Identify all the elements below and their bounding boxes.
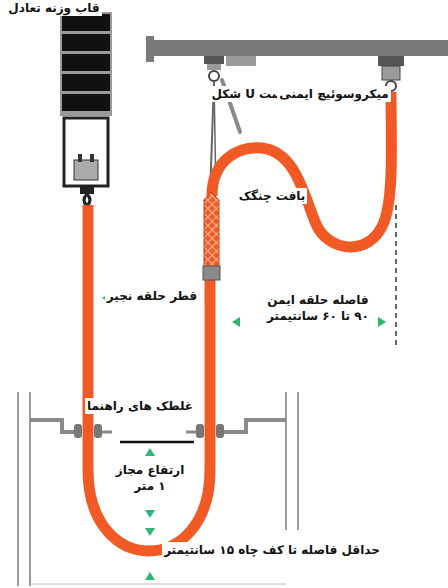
pit-wall xyxy=(285,392,287,530)
u-clamp xyxy=(209,71,219,81)
counterweight-frame xyxy=(64,118,108,186)
part-name: میکروسوئیچ ایمنی xyxy=(277,86,391,102)
cable-grip xyxy=(203,266,220,280)
guide-rollers xyxy=(216,424,224,438)
dimension-arrow xyxy=(145,528,155,536)
counterweight-frame xyxy=(60,12,112,116)
pit-wall xyxy=(17,392,19,586)
counterweight-frame xyxy=(60,12,112,206)
dimension-label: ارتفاع مجاز ۱ متر xyxy=(111,462,189,494)
guide-rollers xyxy=(102,431,112,434)
counterweight-frame xyxy=(78,154,82,162)
travelling-cable xyxy=(88,205,210,551)
dimension-label: قطر حلقه نجیر xyxy=(105,288,199,304)
dimension-arrow xyxy=(378,317,386,327)
guide-rollers xyxy=(30,420,286,438)
pit-wall xyxy=(297,392,299,530)
u-clamp xyxy=(207,64,221,70)
top-beam xyxy=(150,40,448,56)
counterweight-frame xyxy=(90,154,94,162)
cable-grip xyxy=(203,192,220,280)
counterweight-frame xyxy=(62,74,110,91)
dimension-label: حداقل فاصله تا کف چاه ۱۵ سانتیمتر xyxy=(162,542,382,558)
guide-rollers xyxy=(94,424,102,438)
guide-rollers xyxy=(74,424,82,438)
cable-grip xyxy=(204,192,219,268)
cable-hanger xyxy=(382,66,400,80)
dimension-arrow xyxy=(102,293,386,580)
guide-rollers xyxy=(196,424,204,438)
counterweight-frame xyxy=(84,194,90,206)
dimension-arrow xyxy=(145,448,155,456)
guide-rollers xyxy=(30,420,74,432)
dimension-label: فاصله حلقه ایمن ۹۰ تا ۶۰ سانتیمتر xyxy=(258,292,378,324)
part-name: قاب وزنه تعادل xyxy=(6,0,101,16)
part-name: غلطک های راهنما xyxy=(85,398,195,414)
level-line xyxy=(120,441,194,444)
cable-hanger xyxy=(378,56,404,66)
travelling-cable xyxy=(212,92,391,247)
u-clamp xyxy=(226,56,256,66)
counterweight-frame xyxy=(62,14,110,31)
u-clamp xyxy=(204,56,256,81)
guide-rollers xyxy=(224,420,286,432)
u-clamp xyxy=(204,56,224,64)
dimension-line xyxy=(395,205,397,345)
counterweight-frame xyxy=(62,34,110,51)
counterweight-frame xyxy=(62,54,110,71)
dimension-arrow xyxy=(232,317,240,327)
dimension-arrow xyxy=(145,510,155,518)
part-name: بافت چنگک xyxy=(237,188,308,204)
pit-floor xyxy=(30,584,286,585)
counterweight-frame xyxy=(62,94,110,111)
guide-rollers xyxy=(186,431,196,434)
top-beam xyxy=(146,36,154,62)
dimension-arrow xyxy=(145,572,155,580)
counterweight-frame xyxy=(74,160,98,180)
counterweight-frame xyxy=(80,186,94,194)
